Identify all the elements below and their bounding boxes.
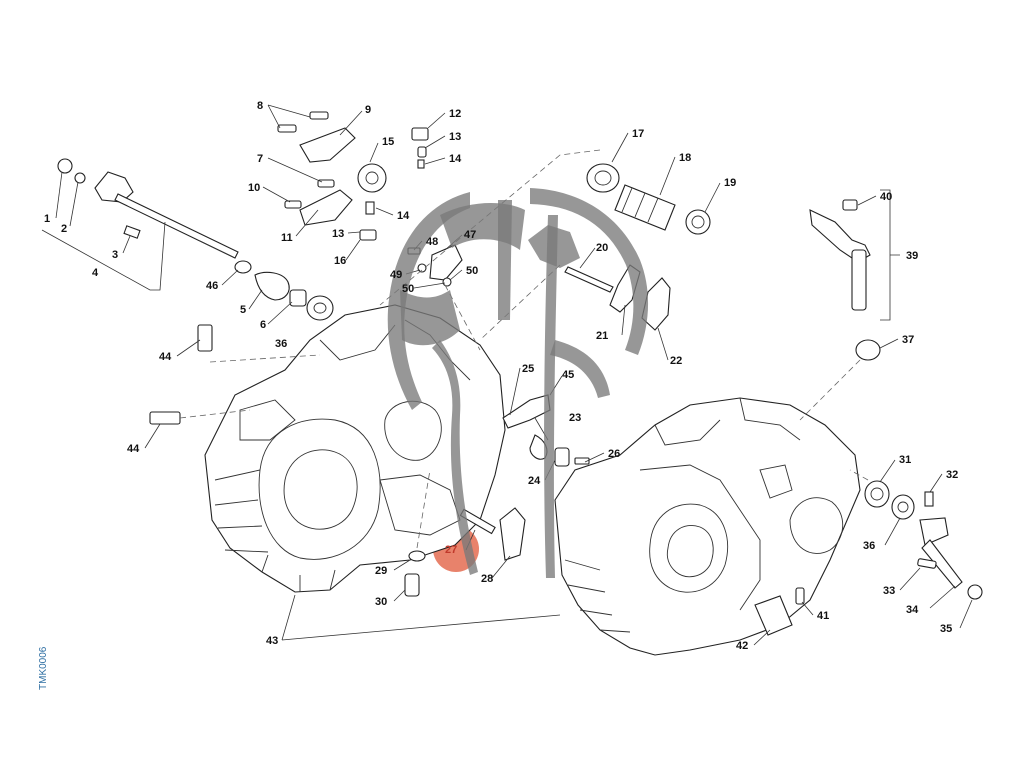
callout[interactable]: 48: [426, 236, 438, 248]
callout[interactable]: 28: [481, 573, 493, 585]
callout[interactable]: 30: [375, 596, 387, 608]
callout[interactable]: 33: [883, 585, 895, 597]
callout[interactable]: 2: [61, 223, 67, 235]
callout[interactable]: 11: [281, 232, 293, 244]
callout[interactable]: 21: [596, 330, 608, 342]
kickstart-shaft-assembly[interactable]: [57, 158, 239, 259]
callout[interactable]: 14: [397, 210, 410, 222]
callout[interactable]: 22: [670, 355, 682, 367]
callout[interactable]: 44: [127, 443, 140, 455]
callout[interactable]: 20: [596, 242, 608, 254]
assembly-guide-lines: [179, 149, 869, 549]
callout[interactable]: 50: [402, 283, 414, 295]
callout[interactable]: 44: [159, 351, 172, 363]
callout[interactable]: 29: [375, 565, 387, 577]
callout[interactable]: 12: [449, 108, 461, 120]
drawing-code: TMK0006: [38, 646, 49, 690]
callout[interactable]: 1: [44, 213, 50, 225]
callout[interactable]: 36: [275, 338, 287, 350]
callout[interactable]: 6: [260, 319, 266, 331]
callout[interactable]: 41: [817, 610, 829, 622]
callout-highlighted[interactable]: 27: [445, 544, 457, 556]
callout[interactable]: 31: [899, 454, 911, 466]
callout[interactable]: 45: [562, 369, 574, 381]
watermark-logo: [387, 188, 649, 578]
drawing-code-text: TMK0006: [38, 646, 49, 690]
callout[interactable]: 19: [724, 177, 736, 189]
callout[interactable]: 4: [92, 267, 99, 279]
shift-forks-upper[interactable]: [564, 264, 671, 331]
callout[interactable]: 39: [906, 250, 918, 262]
callout[interactable]: 37: [902, 334, 914, 346]
callout[interactable]: 23: [569, 412, 581, 424]
callout[interactable]: 32: [946, 469, 958, 481]
callout[interactable]: 25: [522, 363, 534, 375]
callout[interactable]: 13: [332, 228, 344, 240]
right-crankcase-half[interactable]: [554, 397, 861, 656]
callout[interactable]: 13: [449, 131, 461, 143]
callout[interactable]: 42: [736, 640, 748, 652]
callout[interactable]: 5: [240, 304, 246, 316]
callout[interactable]: 46: [206, 280, 218, 292]
callout[interactable]: 34: [906, 604, 919, 616]
callout[interactable]: 8: [257, 100, 263, 112]
callout[interactable]: 49: [390, 269, 402, 281]
selector-plates-and-bolts[interactable]: [277, 111, 356, 226]
shaft-components[interactable]: [234, 260, 334, 321]
callout[interactable]: 47: [464, 229, 476, 241]
misc-fittings[interactable]: [149, 324, 805, 636]
callout[interactable]: 17: [632, 128, 644, 140]
right-side-seals-and-lever[interactable]: [864, 480, 983, 600]
callout[interactable]: 3: [112, 249, 118, 261]
callout[interactable]: 24: [528, 475, 541, 487]
callout[interactable]: 7: [257, 153, 263, 165]
callout-labels: 1 2 3 4 5 6 7 8 9 10 11 12 13 14 15 14 1…: [44, 100, 958, 652]
lever-shaft-assembly[interactable]: [809, 199, 881, 361]
callout[interactable]: 10: [248, 182, 260, 194]
callout[interactable]: 36: [863, 540, 875, 552]
left-crankcase-half[interactable]: [204, 304, 506, 593]
shift-drum-assembly[interactable]: [586, 163, 711, 235]
callout[interactable]: 50: [466, 265, 478, 277]
callout[interactable]: 15: [382, 136, 394, 148]
callout[interactable]: 16: [334, 255, 346, 267]
callout[interactable]: 35: [940, 623, 952, 635]
callout[interactable]: 26: [608, 448, 620, 460]
callout[interactable]: 14: [449, 153, 462, 165]
leader-lines: [41, 104, 973, 646]
callout[interactable]: 9: [365, 104, 371, 116]
callout[interactable]: 18: [679, 152, 691, 164]
callout[interactable]: 40: [880, 191, 892, 203]
selector-star-wheel[interactable]: [357, 127, 429, 241]
callout[interactable]: 43: [266, 635, 278, 647]
